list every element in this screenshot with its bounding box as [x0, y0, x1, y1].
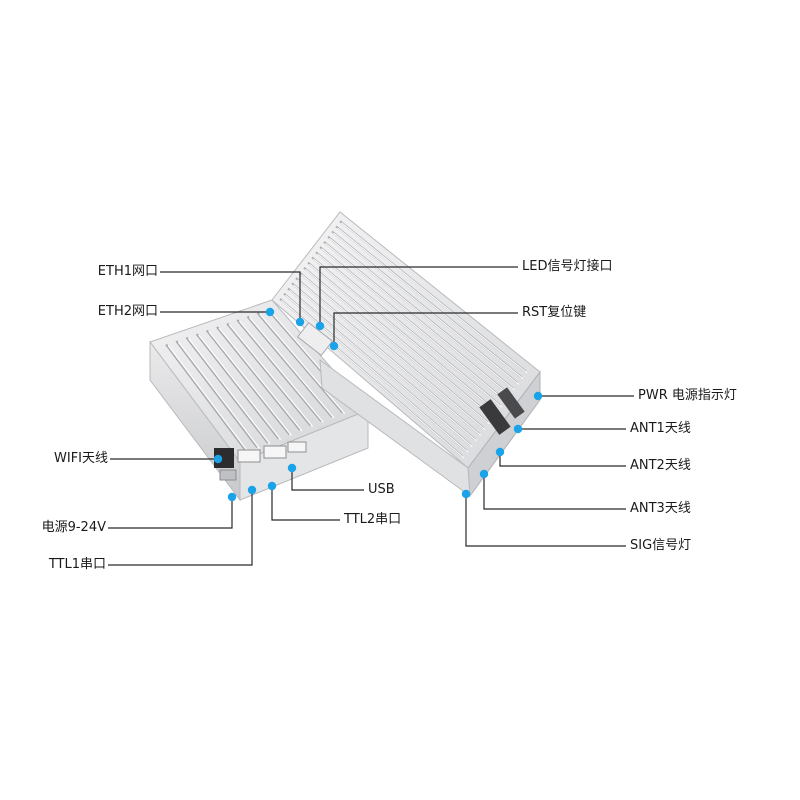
fin-highlight [325, 242, 511, 397]
fin-highlight [259, 313, 346, 415]
leader-sig [465, 494, 626, 547]
dot-power [227, 492, 237, 502]
left-unit-port-panel [214, 441, 307, 481]
label-usb: USB [368, 482, 395, 497]
fin [195, 333, 280, 440]
fin-highlight [337, 227, 524, 380]
dot-ant1 [513, 424, 523, 434]
right-unit [271, 211, 541, 498]
fin-highlight [333, 232, 520, 385]
fin [216, 326, 301, 431]
leader-led [319, 266, 518, 326]
label-sig: SIG信号灯 [630, 538, 692, 553]
fin-highlight [285, 294, 469, 453]
fin [175, 340, 259, 448]
dot-usb [287, 463, 297, 473]
antenna-connector-block-2 [497, 387, 525, 419]
fin-highlight [317, 253, 503, 408]
label-eth1: ETH1网口 [97, 264, 158, 279]
fin [256, 312, 344, 414]
leader-ant3 [483, 474, 626, 510]
dot-ant3 [479, 469, 489, 479]
label-ant2: ANT2天线 [630, 458, 691, 473]
dot-eth1 [295, 317, 305, 327]
fin-highlight [309, 263, 494, 419]
fin-highlight [301, 274, 486, 430]
fin-highlight [218, 327, 303, 432]
right-unit-front [319, 358, 471, 498]
fin-highlight [249, 317, 335, 419]
fin-highlight [208, 331, 292, 436]
right-unit-heatsink-fins [279, 220, 528, 459]
dot-eth2 [265, 307, 275, 317]
fin [246, 315, 333, 418]
label-wifi: WIFI天线 [54, 451, 108, 466]
leader-lines [108, 266, 634, 566]
fin-highlight [198, 334, 282, 441]
fin-highlight [329, 237, 515, 391]
left-unit [149, 299, 369, 502]
fin-highlight [167, 345, 250, 454]
fin [236, 319, 323, 423]
dot-rst [329, 341, 339, 351]
dot-pwr [533, 391, 543, 401]
leader-ttl2 [271, 486, 340, 521]
fin-highlight [228, 324, 314, 428]
ttl1-port-shape [237, 449, 261, 463]
label-pwr: PWR 电源指示灯 [638, 388, 737, 403]
antenna-connector-block [479, 399, 511, 435]
fin-highlight [297, 279, 482, 436]
leader-rst [333, 312, 518, 346]
led-rst-panel [296, 321, 334, 357]
fin-highlight [341, 222, 528, 374]
fin [165, 343, 248, 453]
label-ttl1: TTL1串口 [48, 557, 106, 572]
leader-eth1 [160, 271, 301, 322]
fin-highlight [177, 341, 260, 449]
fin [226, 322, 312, 427]
fin [205, 329, 291, 436]
fin-highlight [321, 248, 507, 402]
dot-wifi [213, 454, 223, 464]
label-ant3: ANT3天线 [630, 501, 691, 516]
label-eth2: ETH2网口 [97, 304, 158, 319]
ttl2-port-shape [263, 445, 287, 459]
fin-highlight [188, 338, 271, 445]
label-rst: RST复位键 [522, 305, 587, 320]
label-led: LED信号灯接口 [522, 259, 613, 274]
power-port-shape [219, 469, 237, 481]
leader-power [108, 497, 233, 529]
dot-ant2 [495, 447, 505, 457]
usb-port-shape [287, 441, 307, 453]
leader-ant2 [499, 452, 626, 467]
leader-usb [291, 468, 364, 491]
label-power: 电源9-24V [41, 520, 106, 535]
fin [185, 336, 269, 444]
dot-sig [461, 489, 471, 499]
dot-ttl2 [267, 481, 277, 491]
dot-led [315, 321, 325, 331]
dot-ttl1 [247, 485, 257, 495]
left-unit-heatsink-fins [165, 308, 356, 454]
fin-highlight [305, 268, 490, 425]
fin-highlight [293, 284, 477, 442]
connector-dots [213, 307, 543, 502]
fin-highlight [238, 320, 324, 423]
leader-ttl1 [108, 490, 253, 566]
fin-highlight [313, 258, 498, 414]
label-ttl2: TTL2串口 [344, 512, 402, 527]
label-ant1: ANT1天线 [630, 421, 691, 436]
